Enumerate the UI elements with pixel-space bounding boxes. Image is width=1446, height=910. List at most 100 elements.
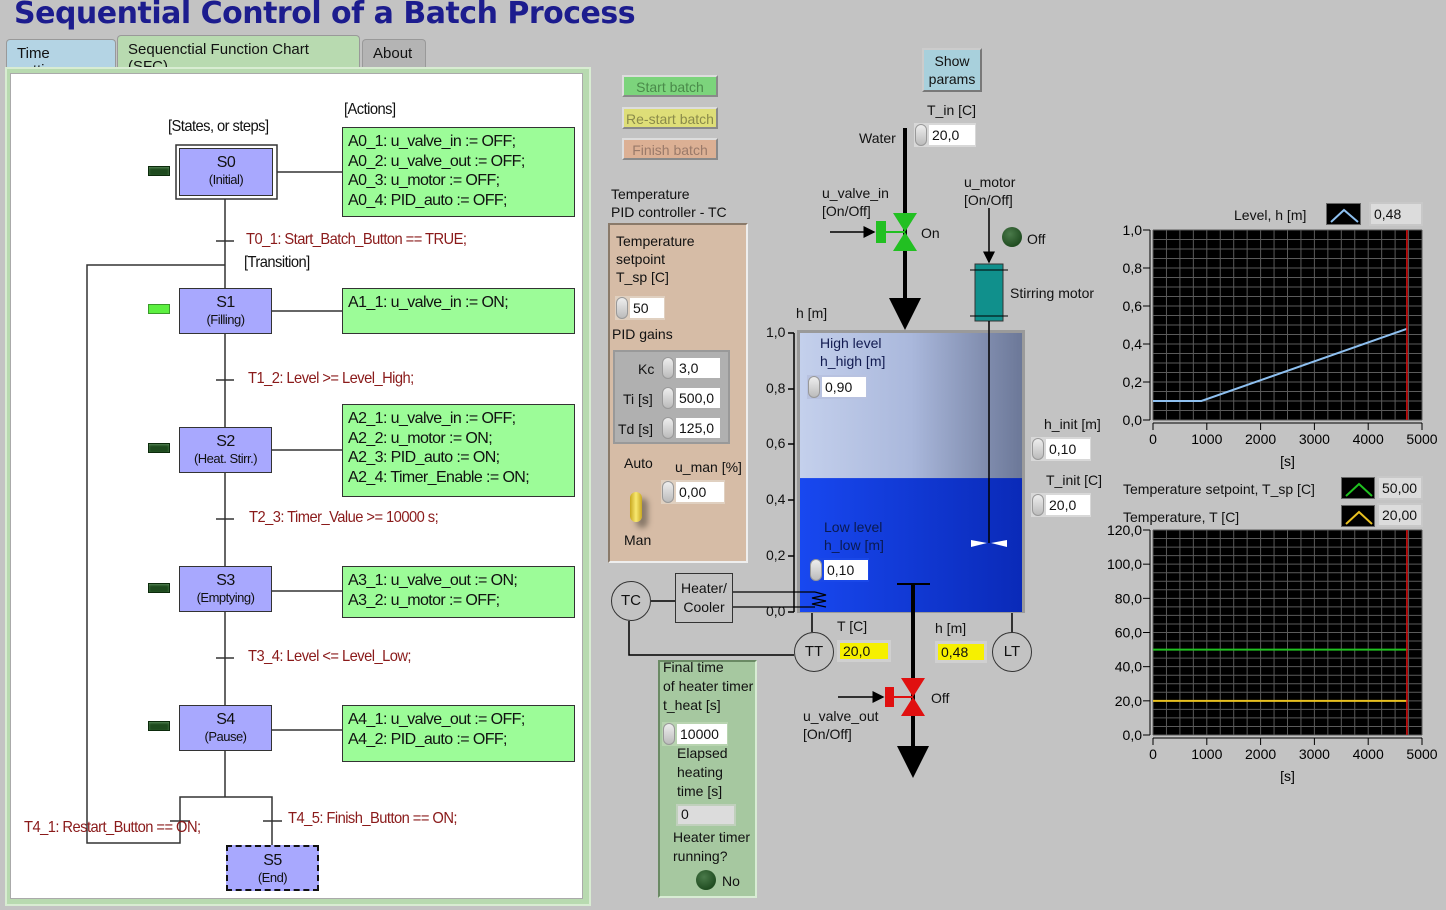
td-control[interactable]: 125,0 <box>661 416 721 440</box>
h-init-value[interactable]: 0,10 <box>1046 439 1090 459</box>
u-man-control[interactable]: 0,00 <box>661 480 725 504</box>
spinner-icon[interactable] <box>1032 494 1044 516</box>
state-name: (Heat. Stirr.) <box>193 451 258 466</box>
inlet-valve-icon <box>830 213 917 251</box>
t-heat-value[interactable]: 10000 <box>677 724 727 744</box>
t-init-value[interactable]: 20,0 <box>1046 495 1090 515</box>
t-heat-control[interactable]: 10000 <box>662 722 728 746</box>
action: A2_1: u_valve_in := OFF; <box>348 410 516 427</box>
h-label: h [m] <box>935 620 967 636</box>
action: A4_2: PID_auto := OFF; <box>348 730 507 748</box>
tank-tick: 0,0 <box>766 603 786 619</box>
y-tick-label: 120,0 <box>1107 522 1142 538</box>
spinner-icon[interactable] <box>663 723 675 745</box>
elapsed-display: 0 <box>676 804 736 826</box>
h-high-control[interactable]: 0,90 <box>807 375 867 399</box>
x-tick-label: 1000 <box>1191 431 1222 447</box>
kc-control[interactable]: 3,0 <box>661 356 721 380</box>
action: A1_1: u_valve_in := ON; <box>348 294 509 311</box>
t-in-label: T_in [C] <box>927 102 977 118</box>
actions-header: [Actions] <box>344 101 396 118</box>
action: A2_4: Timer_Enable := ON; <box>348 468 530 486</box>
x-axis-label: [s] <box>1280 768 1295 784</box>
setpoint-value[interactable]: 50 <box>630 298 664 318</box>
u-motor-state: Off <box>1027 231 1046 247</box>
ti-control[interactable]: 500,0 <box>661 386 721 410</box>
t-in-control[interactable]: 20,0 <box>914 123 976 147</box>
actions-s2: A2_1: u_valve_in := OFF; A2_2: u_motor :=… <box>342 404 575 497</box>
t-init-control[interactable]: 20,0 <box>1031 493 1091 517</box>
transition-t0-1: T0_1: Start_Batch_Button == TRUE; <box>246 231 467 248</box>
ti-value[interactable]: 500,0 <box>676 388 720 408</box>
x-tick-label: 1000 <box>1191 746 1222 762</box>
start-batch-button[interactable]: Start batch <box>622 75 718 97</box>
action: A0_2: u_valve_out := OFF; <box>348 152 525 170</box>
spinner-icon[interactable] <box>810 559 822 581</box>
kc-value[interactable]: 3,0 <box>676 358 720 378</box>
u-man-value[interactable]: 0,00 <box>676 482 724 502</box>
show-params-button[interactable]: Show params <box>922 48 982 92</box>
h-init-control[interactable]: 0,10 <box>1031 437 1091 461</box>
t-heat-label: Final time of heater timer t_heat [s] <box>663 659 754 713</box>
state-indicator-s1 <box>148 304 170 314</box>
spinner-icon[interactable] <box>662 387 674 409</box>
x-tick-label: 2000 <box>1245 431 1276 447</box>
setpoint-control[interactable]: 50 <box>615 296 665 320</box>
tab-about[interactable]: About <box>362 39 426 70</box>
outlet-valve-icon <box>838 678 925 716</box>
h-low-control[interactable]: 0,10 <box>809 558 869 582</box>
spinner-icon[interactable] <box>662 417 674 439</box>
spinner-icon[interactable] <box>662 481 674 503</box>
u-valve-in-label: u_valve_in [On/Off] <box>822 185 889 219</box>
y-tick-label: 40,0 <box>1115 659 1142 675</box>
state-id: S3 <box>216 572 235 589</box>
spinner-icon[interactable] <box>662 357 674 379</box>
state-name: (Initial) <box>208 172 244 187</box>
h-init-label: h_init [m] <box>1044 416 1101 432</box>
state-name: (Filling) <box>206 312 245 327</box>
h-high-value[interactable]: 0,90 <box>822 377 866 397</box>
action: A0_4: PID_auto := OFF; <box>348 191 507 209</box>
spinner-icon[interactable] <box>808 376 820 398</box>
t-in-value[interactable]: 20,0 <box>929 125 975 145</box>
auto-man-toggle[interactable] <box>630 492 642 522</box>
tt-symbol: TT <box>794 632 834 672</box>
transition-t4-1: T4_1: Restart_Button == ON; <box>24 819 201 836</box>
state-indicator-s4 <box>148 721 170 731</box>
heater-coil-icon <box>733 591 827 608</box>
finish-batch-button[interactable]: Finish batch <box>622 138 718 160</box>
tsp-legend-label: Temperature setpoint, T_sp [C] <box>1123 481 1315 497</box>
spinner-icon[interactable] <box>616 297 628 319</box>
pid-gains-label: PID gains <box>612 326 673 342</box>
level-value-display: 0,48 <box>1369 202 1423 226</box>
x-tick-label: 3000 <box>1299 431 1330 447</box>
state-id: S5 <box>263 852 282 869</box>
u-valve-out-label: u_valve_out [On/Off] <box>803 708 879 742</box>
state-indicator-s2 <box>148 443 170 453</box>
y-tick-label: 20,0 <box>1115 693 1142 709</box>
h-low-value[interactable]: 0,10 <box>824 560 868 580</box>
h-display: 0,48 <box>935 641 987 663</box>
tc-symbol: TC <box>611 581 651 621</box>
t-value-display: 20,00 <box>1377 503 1423 527</box>
timer-running-led-icon <box>696 870 716 890</box>
t-display: 20,0 <box>837 640 891 662</box>
y-tick-label: 80,0 <box>1115 590 1142 606</box>
action: A2_2: u_motor := ON; <box>348 429 493 447</box>
t-legend-label: Temperature, T [C] <box>1123 509 1240 525</box>
action: A0_3: u_motor := OFF; <box>348 172 500 189</box>
state-name: (End) <box>257 870 288 885</box>
tsp-value-display: 50,00 <box>1377 476 1423 500</box>
tank-tick: 1,0 <box>766 324 786 340</box>
td-value[interactable]: 125,0 <box>676 418 720 438</box>
spinner-icon[interactable] <box>915 124 927 146</box>
t-legend-swatch <box>1341 505 1375 527</box>
state-s0: S0(Initial) <box>179 148 273 196</box>
y-tick-label: 0,0 <box>1123 727 1143 743</box>
spinner-icon[interactable] <box>1032 438 1044 460</box>
actions-s0: A0_1: u_valve_in := OFF;A0_2: u_valve_ou… <box>342 127 575 217</box>
t-init-label: T_init [C] <box>1046 472 1103 488</box>
restart-batch-button[interactable]: Re-start batch <box>622 107 718 129</box>
ti-label: Ti [s] <box>623 391 653 407</box>
